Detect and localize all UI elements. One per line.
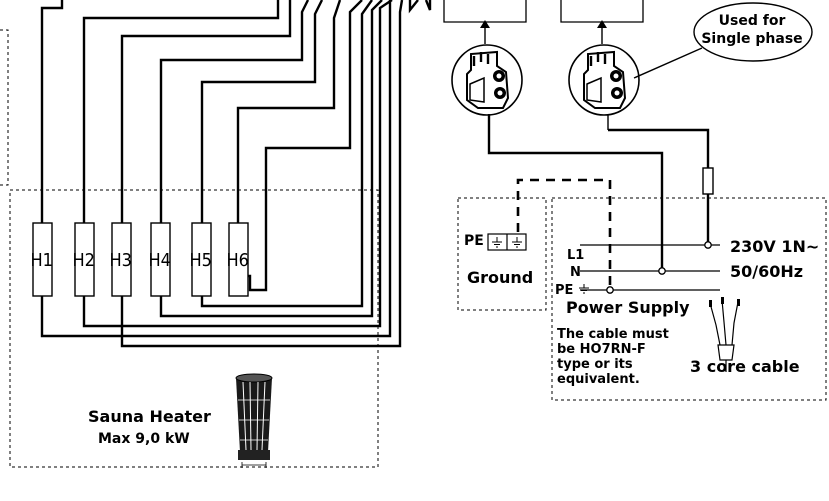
heater-label-h6: H6 (227, 250, 249, 271)
heater-element (74, 222, 95, 297)
heater-labels: H1 H2 H3 H4 H5 H6 (31, 250, 249, 271)
supply-n-label: N (570, 265, 581, 280)
cable-note-line-1: The cable must (557, 327, 669, 342)
heater-label-h3: H3 (110, 250, 132, 271)
callout-line-2: Single phase (701, 31, 802, 47)
heater-label-h5: H5 (190, 250, 212, 271)
cable-note-line-2: be HO7RN-F (557, 342, 646, 357)
ground-dashed-box (457, 197, 547, 311)
supply-frequency: 50/60Hz (730, 262, 803, 281)
terminal-clamp-icon (568, 44, 640, 116)
ground-title: Ground (467, 268, 533, 287)
ground-pe-label: PE (464, 233, 484, 249)
ground-terminal: PE Ground (464, 233, 533, 287)
ground-wire (516, 178, 612, 290)
heater-elements (32, 222, 249, 297)
callout-line-1: Used for (719, 13, 786, 29)
supply-voltage: 230V 1N~ (730, 237, 819, 256)
heater-element (32, 222, 53, 297)
fuse-icon (702, 167, 714, 195)
heater-label-h4: H4 (149, 250, 171, 271)
cable-icon (709, 297, 740, 372)
supply-l1-label: L1 (567, 248, 584, 263)
supply-title: Power Supply (566, 298, 690, 317)
supply-wires (487, 114, 710, 271)
heater-rating: Max 9,0 kW (98, 431, 190, 447)
supply-pe-label: PE (555, 283, 573, 298)
terminal-clamp-icon (451, 44, 523, 116)
heater-element (191, 222, 212, 297)
heater-element (228, 222, 249, 297)
heater-element (111, 222, 132, 297)
supply-dashed-box (551, 197, 827, 401)
ground-symbol-icon (492, 237, 502, 248)
heater-dashed-box (9, 189, 379, 468)
ground-symbol-icon (512, 237, 522, 248)
terminal-arrows (480, 20, 607, 44)
heater-label-h2: H2 (73, 250, 95, 271)
ground-symbol-icon (579, 284, 589, 294)
heater-title: Sauna Heater (88, 407, 211, 426)
heater-wires (40, 0, 432, 348)
terminal-boxes (443, 0, 644, 23)
supply-lines (580, 241, 720, 294)
heater-element (150, 222, 171, 297)
sauna-heater-icon (235, 373, 273, 468)
heater-label-h1: H1 (31, 250, 53, 271)
cable-note-line-4: equivalent. (557, 372, 640, 387)
cable-note-line-3: type or its (557, 357, 633, 372)
cable-label: 3 core cable (690, 357, 800, 376)
single-phase-callout: Used for Single phase (633, 2, 813, 79)
left-dashed-box (0, 29, 9, 186)
